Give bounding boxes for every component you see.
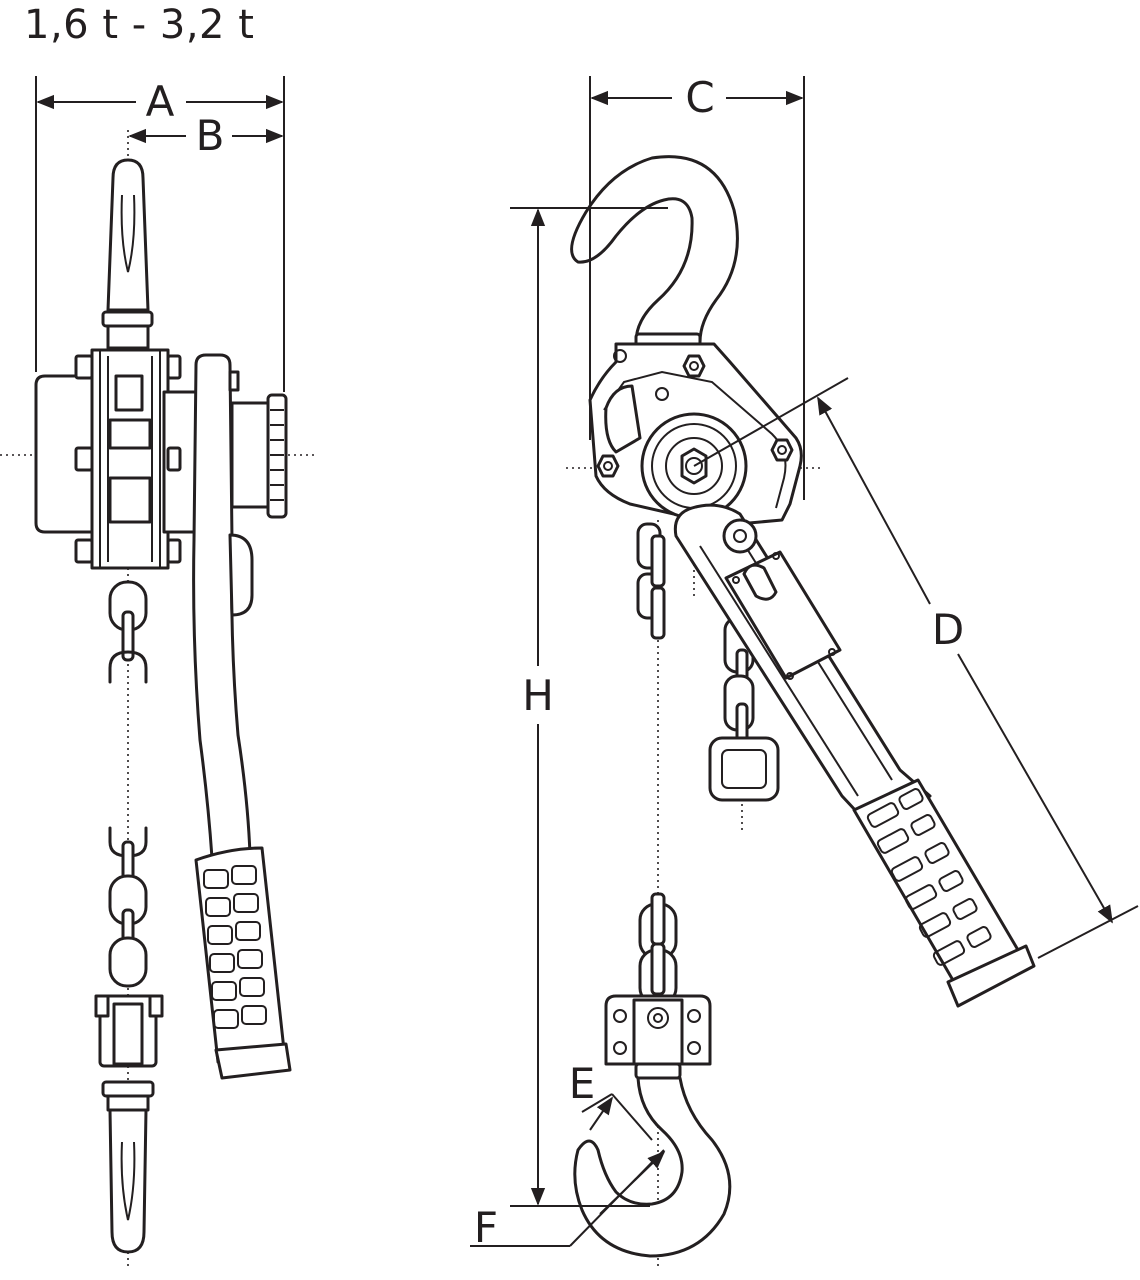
dimension-b: B <box>128 111 284 160</box>
label-b: B <box>196 111 225 160</box>
side-lower-chain <box>108 826 148 988</box>
side-knob <box>230 393 288 519</box>
front-lever <box>673 503 932 828</box>
label-f: F <box>474 1203 498 1252</box>
dimension-h: H <box>510 207 668 1207</box>
label-c: C <box>685 73 714 122</box>
dimension-f: F <box>470 1149 666 1252</box>
side-grip <box>194 846 292 1080</box>
dimension-a: A <box>35 76 285 392</box>
dimension-e: E <box>569 1059 653 1141</box>
label-a: A <box>146 77 175 126</box>
front-top-hook <box>570 155 739 352</box>
side-lever <box>192 353 254 860</box>
dimension-c: C <box>589 73 805 500</box>
label-h: H <box>522 671 554 720</box>
side-upper-chain <box>108 580 148 684</box>
side-housing <box>34 348 198 570</box>
label-d: D <box>932 605 964 654</box>
side-top-hook <box>101 158 154 350</box>
capacity-title: 1,6 t - 3,2 t <box>24 2 255 48</box>
front-load-chain <box>638 534 678 1006</box>
side-bottom-block <box>94 994 164 1112</box>
front-grip <box>852 778 1036 1008</box>
dimension-d: D <box>693 377 1139 959</box>
label-e: E <box>569 1059 596 1108</box>
side-bottom-hook <box>108 1108 148 1254</box>
front-bottom-block <box>604 994 712 1080</box>
front-view: C H D E F <box>470 73 1139 1270</box>
front-bottom-hook <box>573 1076 732 1258</box>
side-view: A B <box>0 76 318 1270</box>
